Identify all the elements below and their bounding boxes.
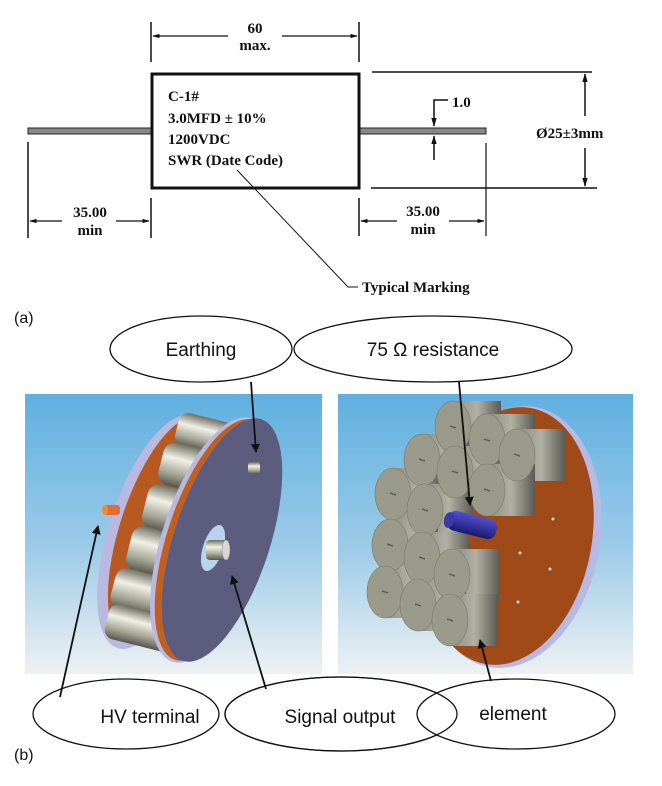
panel-b: Earthing 75 Ω resistance HV terminal Sig… bbox=[14, 315, 633, 764]
signal-connector-end bbox=[221, 539, 231, 561]
leader-earthing bbox=[250, 381, 260, 453]
resistor-end bbox=[443, 512, 455, 528]
callout-hv-terminal: HV terminal bbox=[100, 707, 199, 728]
element-terminal-slot bbox=[386, 543, 394, 547]
earthing-stud bbox=[248, 462, 260, 474]
element-terminal-slot bbox=[451, 470, 459, 474]
element-terminal-slot bbox=[513, 453, 521, 457]
callout-leader-typical-marking bbox=[236, 169, 358, 288]
marking-line-1: C-1# bbox=[168, 89, 199, 105]
dim-line-lead-diameter bbox=[431, 99, 448, 127]
marking-line-4: SWR (Date Code) bbox=[168, 153, 283, 169]
dim-length-qualifier: max. bbox=[239, 38, 270, 54]
element-terminal-slot bbox=[446, 618, 454, 622]
element-terminal-slot bbox=[483, 438, 491, 442]
callout-bubble-earthing bbox=[109, 315, 293, 383]
callout-bubble-element bbox=[416, 678, 616, 750]
render-side-view bbox=[25, 394, 322, 674]
element-terminal-slot bbox=[418, 458, 426, 462]
dim-right-lead-qualifier: min bbox=[410, 222, 436, 238]
element-terminal-slot bbox=[389, 492, 397, 496]
element-terminal-slot bbox=[449, 425, 457, 429]
element-terminal-slot bbox=[448, 573, 456, 577]
dim-left-lead-qualifier: min bbox=[77, 223, 103, 239]
callout-signal-output: Signal output bbox=[285, 707, 397, 728]
marking-line-2: 3.0MFD ± 10% bbox=[168, 111, 267, 127]
mounting-hole bbox=[548, 567, 552, 571]
resistor-75-ohm bbox=[447, 510, 497, 540]
callout-bubble-resistance bbox=[293, 315, 573, 383]
dim-right-lead-value: 35.00 bbox=[406, 204, 440, 220]
element-terminal-slot bbox=[421, 508, 429, 512]
mounting-hole bbox=[551, 517, 555, 521]
dim-left-lead-value: 35.00 bbox=[73, 205, 107, 221]
callout-earthing: Earthing bbox=[166, 340, 237, 361]
leader-signal-output bbox=[230, 575, 267, 690]
dim-length-value: 60 bbox=[248, 21, 263, 37]
leader-resistance bbox=[458, 381, 474, 506]
hv-terminal-pin bbox=[104, 505, 120, 515]
callout-element: element bbox=[479, 704, 547, 725]
element-array bbox=[366, 400, 565, 647]
callout-bubble-hv-terminal bbox=[32, 678, 220, 750]
dim-body-diameter-value: Ø25±3mm bbox=[536, 126, 604, 142]
panel-a-label: (a) bbox=[14, 310, 34, 327]
panel-b-label: (b) bbox=[14, 747, 34, 764]
capacitor-body bbox=[150, 72, 361, 190]
right-lead bbox=[359, 127, 487, 135]
left-lead bbox=[27, 127, 153, 135]
marking-line-3: 1200VDC bbox=[168, 132, 231, 148]
leader-element bbox=[477, 639, 492, 682]
callout-bubble-signal-output-front bbox=[224, 676, 458, 752]
leader-hv-terminal bbox=[59, 525, 101, 698]
hv-terminal-pin-end bbox=[102, 505, 108, 515]
mounting-hole bbox=[516, 600, 520, 604]
mounting-hole bbox=[518, 551, 522, 555]
callout-resistance: 75 Ω resistance bbox=[367, 340, 500, 361]
dim-lead-diameter-value: 1.0 bbox=[452, 95, 471, 111]
element-terminal-slot bbox=[418, 556, 426, 560]
element-terminal-slot bbox=[414, 603, 422, 607]
render-front-view bbox=[338, 394, 633, 674]
panel-a: C-1# 3.0MFD ± 10% 1200VDC SWR (Date Code… bbox=[14, 21, 604, 327]
callout-typical-marking: Typical Marking bbox=[362, 280, 470, 296]
element-terminal-slot bbox=[381, 590, 389, 594]
element-terminal-slot bbox=[483, 488, 491, 492]
